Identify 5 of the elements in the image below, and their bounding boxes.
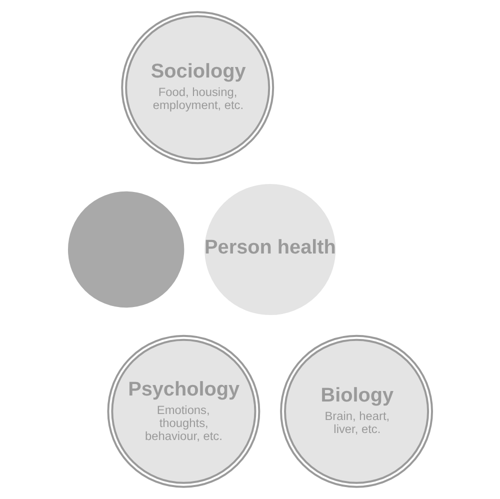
node-circle: Psychology Emotions, thoughts, behaviour, etc. xyxy=(106,334,260,488)
node-circle: Biology Brain, heart, liver, etc. xyxy=(280,334,433,488)
node-circle xyxy=(67,191,184,308)
node-circle: Person health xyxy=(204,184,336,316)
node-circle: Sociology Food, housing, employment, etc. xyxy=(120,11,274,164)
